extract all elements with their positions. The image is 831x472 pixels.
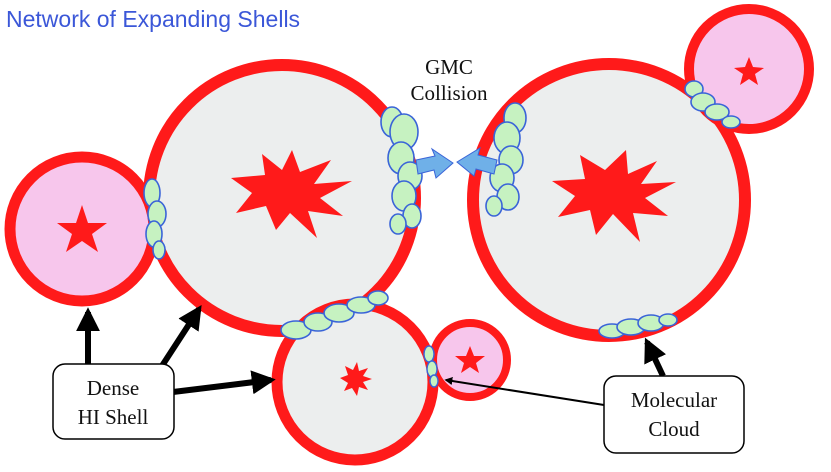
molecular-label-line1: Molecular (631, 388, 717, 412)
gmc-label-line2: Collision (410, 81, 488, 105)
supernova-burst-icon (552, 150, 676, 242)
star-icon (455, 346, 485, 373)
molecular-label-line2: Cloud (648, 417, 700, 441)
molecular-cloud-icon (423, 345, 439, 388)
molecular-cloud-icon (380, 106, 423, 235)
gmc-label-line1: GMC (425, 55, 473, 79)
pointer-arrow-to-bottom-shell (172, 370, 276, 395)
molecular-cloud-callout (603, 375, 745, 454)
pointer-arrow-to-left-shell (155, 304, 202, 374)
molecular-cloud-icon (143, 178, 167, 260)
star-icon (57, 205, 107, 252)
supernova-burst-icon (340, 362, 372, 396)
diagram-title: Network of Expanding Shells (6, 6, 301, 32)
dense-label-line2: HI Shell (78, 405, 149, 429)
pointer-arrow-to-small-cloud (444, 377, 605, 406)
star-icon (734, 57, 764, 85)
molecular-cloud-icon (598, 313, 678, 339)
molecular-cloud-icon (280, 290, 389, 340)
dense-hi-shell-callout (52, 363, 175, 440)
supernova-burst-icon (231, 150, 352, 238)
molecular-cloud-icon (684, 80, 741, 129)
arrow-icon (456, 146, 498, 177)
dense-label-line1: Dense (87, 376, 139, 400)
arrow-icon (415, 147, 454, 179)
pointer-arrow-to-bottom-cloud (644, 337, 667, 378)
molecular-cloud-icon (485, 102, 527, 217)
